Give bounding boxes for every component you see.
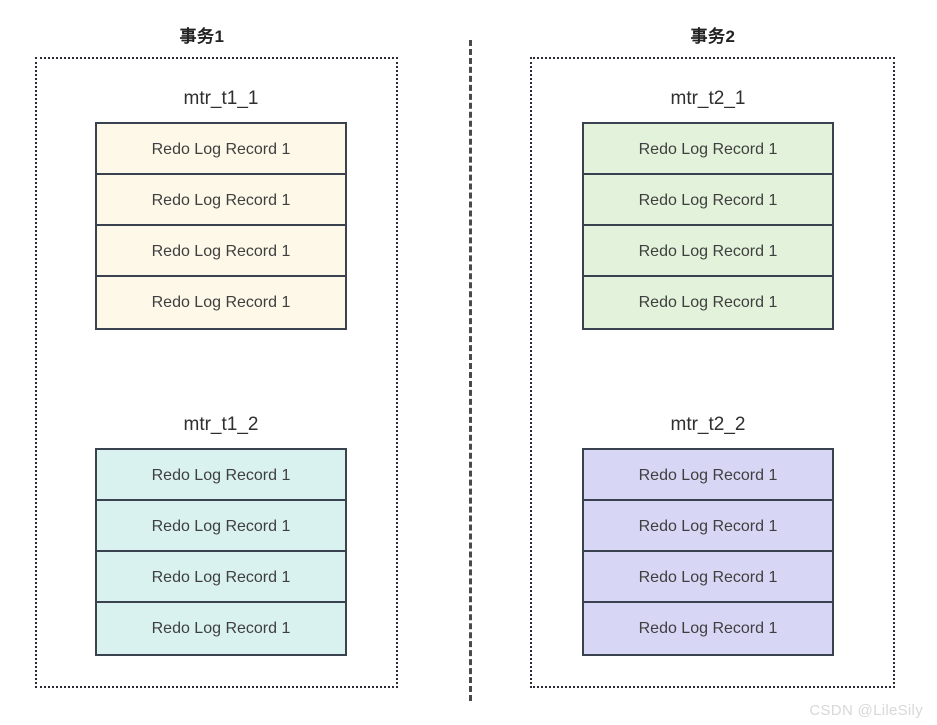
mtr-label-t1-2: mtr_t1_2: [183, 414, 259, 435]
mtr-label-t2-1: mtr_t2_1: [670, 88, 746, 109]
record-row: Redo Log Record 1: [97, 603, 345, 654]
record-row: Redo Log Record 1: [97, 124, 345, 175]
panel-title-transaction-2: 事务2: [690, 27, 736, 46]
record-row: Redo Log Record 1: [584, 124, 832, 175]
record-row: Redo Log Record 1: [97, 277, 345, 328]
record-stack-t1-2: Redo Log Record 1 Redo Log Record 1 Redo…: [95, 448, 347, 656]
mtr-label-t2-2: mtr_t2_2: [670, 414, 746, 435]
record-stack-t1-1: Redo Log Record 1 Redo Log Record 1 Redo…: [95, 122, 347, 330]
record-row: Redo Log Record 1: [584, 175, 832, 226]
transaction-panel-2: 事务2 mtr_t2_1 Redo Log Record 1 Redo Log …: [467, 0, 937, 725]
record-row: Redo Log Record 1: [584, 603, 832, 654]
record-row: Redo Log Record 1: [584, 450, 832, 501]
record-row: Redo Log Record 1: [97, 226, 345, 277]
record-row: Redo Log Record 1: [584, 501, 832, 552]
record-row: Redo Log Record 1: [97, 552, 345, 603]
panel-divider-line: [469, 40, 472, 701]
record-row: Redo Log Record 1: [97, 175, 345, 226]
mtr-label-t1-1: mtr_t1_1: [183, 88, 259, 109]
mtr-group-t1-2: mtr_t1_2 Redo Log Record 1 Redo Log Reco…: [95, 414, 347, 656]
record-stack-t2-1: Redo Log Record 1 Redo Log Record 1 Redo…: [582, 122, 834, 330]
mtr-group-t2-1: mtr_t2_1 Redo Log Record 1 Redo Log Reco…: [582, 88, 834, 330]
mtr-group-t2-2: mtr_t2_2 Redo Log Record 1 Redo Log Reco…: [582, 414, 834, 656]
record-row: Redo Log Record 1: [584, 552, 832, 603]
record-row: Redo Log Record 1: [97, 450, 345, 501]
transaction-2-dotted-container: mtr_t2_1 Redo Log Record 1 Redo Log Reco…: [530, 57, 895, 688]
transaction-panel-1: 事务1 mtr_t1_1 Redo Log Record 1 Redo Log …: [35, 27, 398, 688]
panel-title-transaction-1: 事务1: [179, 27, 225, 46]
mtr-group-t1-1: mtr_t1_1 Redo Log Record 1 Redo Log Reco…: [95, 88, 347, 330]
record-row: Redo Log Record 1: [97, 501, 345, 552]
record-stack-t2-2: Redo Log Record 1 Redo Log Record 1 Redo…: [582, 448, 834, 656]
watermark-text: CSDN @LileSily: [809, 702, 923, 719]
record-row: Redo Log Record 1: [584, 226, 832, 277]
record-row: Redo Log Record 1: [584, 277, 832, 328]
transaction-1-dotted-container: mtr_t1_1 Redo Log Record 1 Redo Log Reco…: [35, 57, 398, 688]
